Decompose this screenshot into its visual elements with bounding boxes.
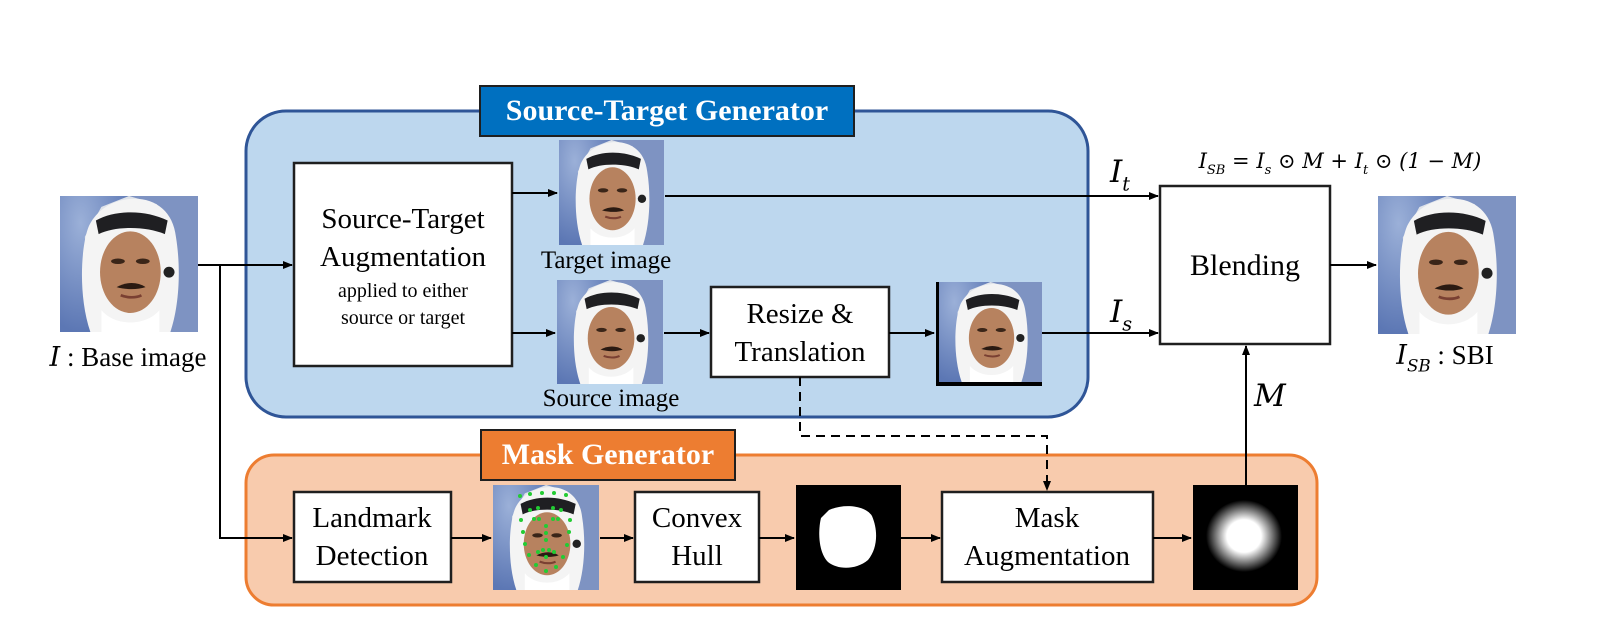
- source-image: [555, 278, 665, 386]
- convex-label-line2: Hull: [671, 540, 723, 572]
- blending-label: Blending: [1190, 249, 1300, 282]
- convex-label-line1: Convex: [652, 502, 743, 534]
- base-image-symbol: I: [49, 342, 62, 373]
- resize-translation-box: [709, 285, 891, 379]
- source-target-generator-title: Source-Target Generator: [506, 94, 828, 127]
- blending-box: [1158, 184, 1332, 346]
- landmark-label-line1: Landmark: [312, 502, 432, 534]
- resize-label-line2: Translation: [734, 336, 866, 368]
- dashed-resize-to-mask-augmentation: [799, 377, 1051, 491]
- base-image-text: : Base image: [60, 342, 206, 372]
- landmark-image: [491, 483, 601, 592]
- sbi-output-image: [1376, 194, 1518, 336]
- blurred-mask: [1193, 485, 1298, 590]
- source-target-generator: Source-Target Generator Source-Target Au…: [244, 85, 1090, 419]
- sbi-symbol: I: [1395, 340, 1408, 371]
- augmentation-label-line2: Augmentation: [320, 241, 486, 273]
- source-image-label: Source image: [543, 385, 680, 412]
- mask-signal-label: M: [1253, 378, 1287, 414]
- target-image-label: Target image: [541, 247, 671, 274]
- landmark-points: [518, 491, 572, 573]
- mask-aug-label-line2: Augmentation: [964, 540, 1130, 572]
- resized-source-image: [936, 280, 1044, 386]
- base-image: [58, 194, 200, 334]
- source-target-generator-title-box: [479, 85, 855, 137]
- augmentation-note-line1: applied to either: [338, 280, 468, 302]
- augmentation-label-line1: Source-Target: [321, 203, 484, 235]
- mask-aug-label-line1: Mask: [1015, 502, 1080, 534]
- source-target-augmentation-box: [292, 161, 514, 368]
- target-image: [557, 138, 666, 247]
- sbi-label: ISB : SBI: [1395, 340, 1493, 376]
- source-signal-label: Is​: [1109, 294, 1132, 336]
- convex-hull-mask: [796, 485, 901, 590]
- mask-generator-title-box: [480, 429, 736, 481]
- base-image-label: I : Base image: [49, 342, 207, 373]
- line-base-branch: [219, 265, 293, 542]
- augmentation-note-line2: source or target: [341, 307, 465, 329]
- target-signal-label: It​: [1109, 154, 1130, 196]
- mask-generator: Mask Generator Landmark Detection Convex…: [244, 429, 1319, 607]
- sbi-text: : SBI: [1431, 340, 1494, 370]
- resize-label-line1: Resize &: [746, 298, 854, 330]
- blending-equation: ISB​ = Is​ ⊙ M + It​ ⊙ (1 − M): [1198, 149, 1482, 178]
- connectors: [198, 189, 1377, 542]
- landmark-label-line2: Detection: [316, 540, 429, 572]
- landmark-detection-box: [292, 490, 453, 584]
- mask-generator-title: Mask Generator: [502, 438, 714, 471]
